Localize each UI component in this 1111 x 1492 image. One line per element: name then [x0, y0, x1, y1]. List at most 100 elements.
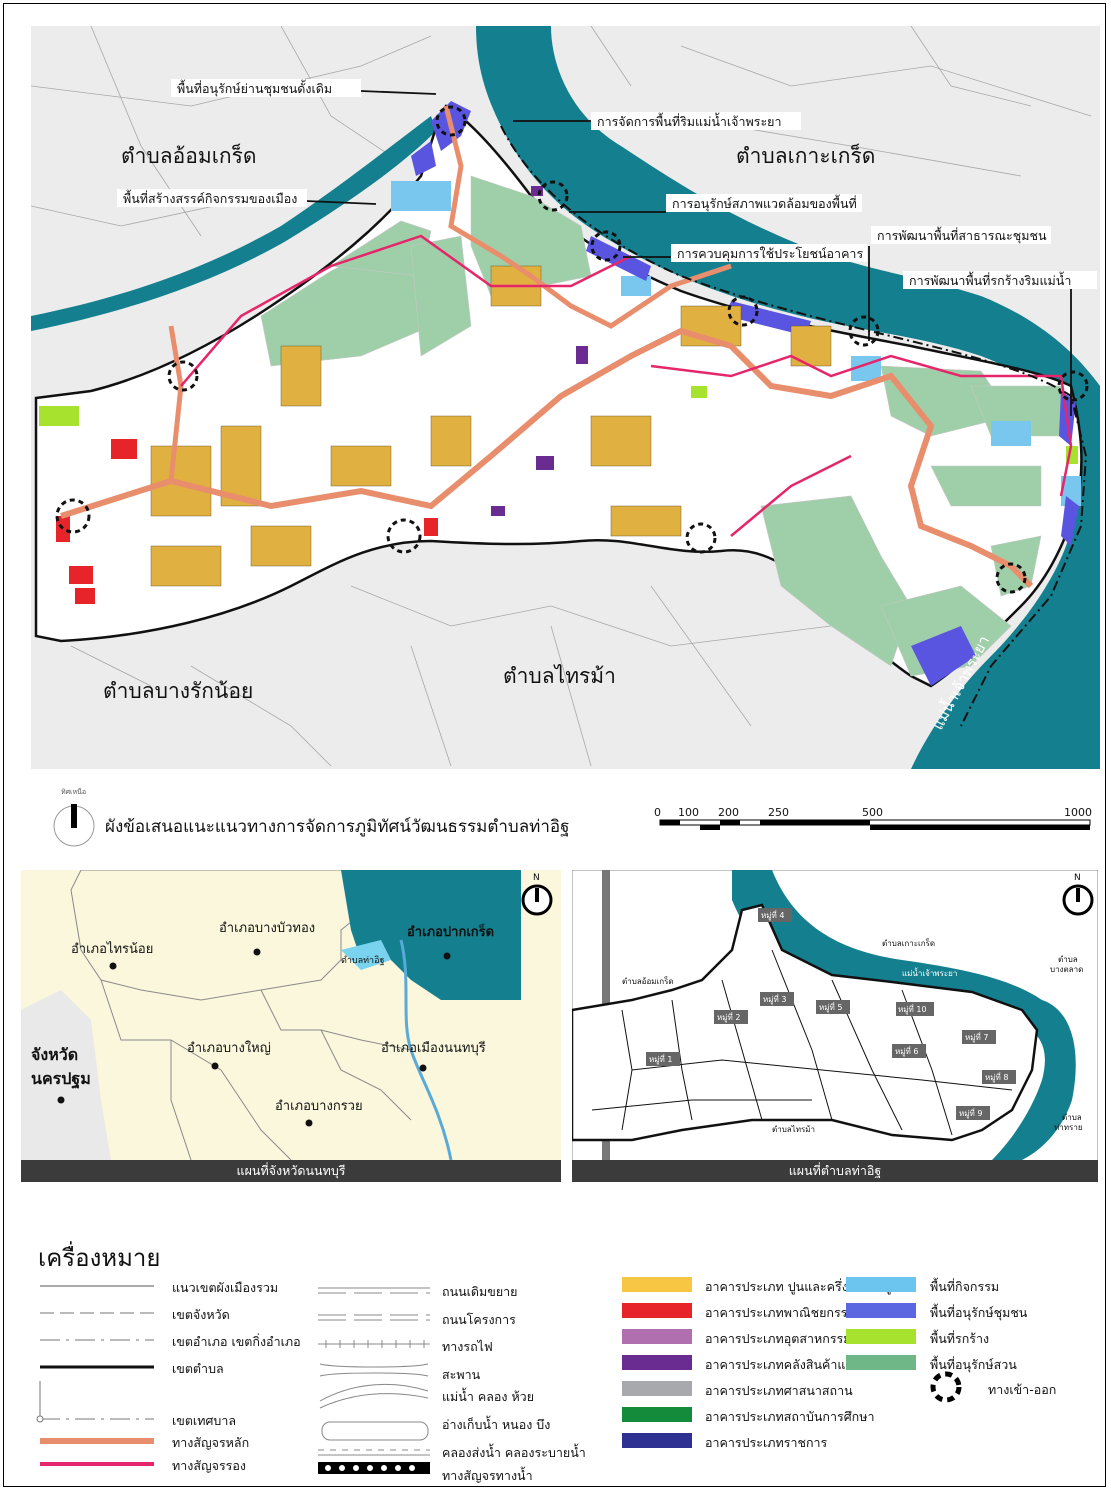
village-7: หมู่ที่ 7	[965, 1031, 988, 1043]
community-conservation-areas	[411, 101, 1079, 686]
scale-tick-500: 500	[862, 806, 883, 819]
district-bang-bua-thong: อำเภอบางบัวทอง	[219, 921, 315, 936]
legend-swatch	[846, 1303, 916, 1318]
tha-it-label: ตำบลท่าอิฐ	[341, 955, 385, 966]
legend-infra-bridge: สะพาน	[442, 1367, 481, 1382]
legend-title: เครื่องหมาย	[38, 1244, 161, 1272]
legend-entry-exit-icon	[930, 1371, 962, 1403]
wasteland-areas	[39, 386, 1078, 464]
village-3: หมู่ที่ 3	[763, 993, 786, 1005]
legend-area-community: พื้นที่อนุรักษ์ชุมชน	[930, 1305, 1028, 1320]
scale-tick-250: 250	[768, 806, 789, 819]
legend-swatch	[622, 1433, 692, 1448]
entry-exit-markers	[55, 105, 1089, 594]
main-road-north	[443, 105, 732, 329]
district-bang-kruai: อำเภอบางกรวย	[275, 1099, 363, 1114]
village-6: หมู่ที่ 6	[895, 1045, 918, 1057]
callout-traditional-community: พื้นที่อนุรักษ์ย่านชุมชนดั้งเดิม	[177, 79, 332, 97]
entry-exit-marker	[55, 498, 91, 534]
entry-exit-marker	[685, 522, 717, 554]
legend-building-government: อาคารประเภทราชการ	[705, 1435, 828, 1450]
sub-label-tha-sai-1: ตำบล	[1062, 1113, 1082, 1122]
legend-building-educational: อาคารประเภทสถาบันการศึกษา	[705, 1409, 875, 1424]
sub-inset-river	[732, 870, 1076, 1160]
legend-line-subdistrict: เขตตำบล	[172, 1361, 224, 1376]
sub-label-tha-sai-2: ท่าทราย	[1054, 1123, 1083, 1132]
secondary-road-south	[730, 454, 852, 537]
legend-line-main-road: ทางสัญจรหลัก	[172, 1435, 250, 1450]
province-inset-map: N อำเภอไทรน้อย อำเภอบางบัวทอง อำเภอปากเก…	[21, 870, 561, 1182]
north-arrow-label: ทิศเหนือ	[61, 788, 86, 796]
legend-area-entry-exit: ทางเข้า-ออก	[988, 1382, 1057, 1397]
entry-exit-marker	[537, 180, 569, 212]
callout-creative-activity: พื้นที่สร้างสรรค์กิจกรรมของเมือง	[123, 189, 297, 206]
callout-riverside-management: การจัดการพื้นที่ริมแม่น้ำเจ้าพระยา	[597, 112, 782, 129]
legend-line-master-plan: แนวเขตผังเมืองรวม	[172, 1280, 279, 1295]
secondary-road-east	[650, 354, 1073, 497]
village-8: หมู่ที่ 8	[985, 1071, 1008, 1083]
warehouse-buildings	[491, 186, 588, 516]
legend-infra-railway: ทางรถไฟ	[442, 1339, 493, 1354]
entry-exit-marker	[435, 105, 467, 137]
legend-building-commercial: อาคารประเภทพาณิชยกรรม	[705, 1305, 856, 1320]
sub-label-ko-kret: ตำบลเกาะเกร็ด	[882, 938, 935, 948]
district-bang-yai: อำเภอบางใหญ่	[187, 1040, 271, 1056]
scale-tick-1000: 1000	[1064, 806, 1092, 819]
orchard-conservation-areas	[260, 175, 1062, 677]
building-clusters	[150, 265, 832, 587]
entry-exit-marker	[386, 518, 422, 554]
subdistrict-inset-map: N ตำบลเกาะเกร็ด ตำบลอ้อมเกร็ด แม่น้ำเจ้า…	[572, 870, 1098, 1182]
legend-swatch	[622, 1381, 692, 1396]
legend-line-municipality: เขตเทศบาล	[172, 1413, 236, 1428]
label-bang-rak-noi: ตำบลบางรักน้อย	[103, 679, 253, 703]
scale-tick-100: 100	[678, 806, 699, 819]
legend-swatch	[846, 1355, 916, 1370]
sub-label-river: แม่น้ำเจ้าพระยา	[902, 967, 957, 978]
legend-line-secondary-road: ทางสัญจรรอง	[172, 1458, 247, 1473]
legend-swatch	[846, 1277, 916, 1292]
province-nakhon-pathom-2: นครปฐม	[31, 1069, 91, 1089]
sub-north-label: N	[1074, 873, 1081, 883]
legend-symbol-waterway	[318, 1462, 430, 1474]
sub-inset-boundary	[572, 903, 1039, 1142]
subdistrict-map-caption: แผนที่ตำบลท่าอิฐ	[572, 1160, 1098, 1182]
legend-infra-widened-road: ถนนเดิมขยาย	[442, 1284, 518, 1299]
village-9: หมู่ที่ 9	[959, 1107, 982, 1119]
legend-infra-symbols	[318, 1287, 430, 1474]
legend-swatch	[622, 1407, 692, 1422]
activity-areas	[391, 181, 1081, 506]
legend-swatch	[846, 1329, 916, 1344]
legend-building-religious: อาคารประเภทศาสนาสถาน	[705, 1383, 853, 1398]
province-north-label: N	[533, 873, 540, 883]
legend-area-orchard: พื้นที่อนุรักษ์สวน	[930, 1357, 1017, 1372]
entry-exit-marker	[590, 230, 622, 262]
village-1: หมู่ที่ 1	[649, 1053, 672, 1065]
district-pak-kret: อำเภอปากเกร็ด	[407, 922, 494, 940]
callout-environment-conservation: การอนุรักษ์สภาพแวดล้อมของพื้นที่	[672, 194, 857, 212]
callout-arrows	[305, 90, 1072, 416]
legend-area-activity: พื้นที่กิจกรรม	[930, 1279, 1000, 1294]
om-kret-canal	[31, 116, 436, 331]
legend-infra-canal: คลองส่งน้ำ คลองระบายน้ำ	[442, 1445, 586, 1460]
pak-kret-district	[341, 870, 521, 1000]
sub-label-om-kret: ตำบลอ้อมเกร็ด	[622, 976, 674, 986]
legend-line-district: เขตอำเภอ เขตกิ่งอำเภอ	[172, 1334, 301, 1349]
legend-swatch	[622, 1329, 692, 1344]
main-map: ตำบลอ้อมเกร็ด ตำบลเกาะเกร็ด ตำบลบางรักน้…	[31, 26, 1100, 769]
village-2: หมู่ที่ 2	[717, 1011, 740, 1023]
callout-building-control: การควบคุมการใช้ประโยชน์อาคาร	[677, 246, 863, 262]
sub-label-bang-talat-2: บางตลาด	[1050, 965, 1083, 974]
scale-bar: 0 100 200 250 500 1000	[654, 806, 1092, 830]
scale-tick-0: 0	[654, 806, 661, 819]
legend-swatch	[622, 1277, 692, 1292]
legend-infra-river: แม่น้ำ คลอง ห้วย	[442, 1389, 535, 1404]
legend-swatch	[622, 1355, 692, 1370]
background-roads	[31, 26, 1092, 767]
map-title: ผังข้อเสนอแนะแนวทางการจัดการภูมิทัศน์วัฒ…	[105, 817, 570, 837]
legend-line-symbols	[36, 1285, 154, 1466]
legend-symbol-bridge	[319, 1363, 429, 1377]
callout-riverside-wasteland: การพัฒนาพื้นที่รกร้างริมแม่น้ำ	[909, 271, 1071, 288]
north-arrow: ทิศเหนือ	[53, 788, 95, 847]
label-ko-kret: ตำบลเกาะเกร็ด	[736, 142, 875, 168]
label-sai-ma: ตำบลไทรม้า	[503, 664, 616, 688]
